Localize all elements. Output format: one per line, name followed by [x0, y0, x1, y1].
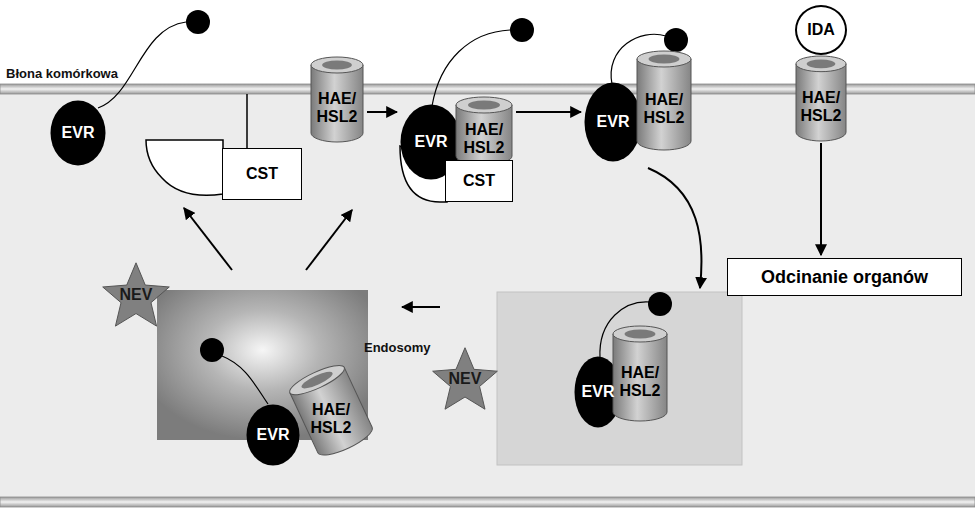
star-body	[103, 263, 170, 326]
cylinder-pore	[300, 369, 335, 392]
ligand-stalk	[98, 22, 186, 108]
cylinder-body	[613, 334, 667, 421]
receptor-body	[585, 83, 642, 162]
node-label: HAE/HSL2	[309, 401, 353, 437]
receptor-body	[51, 101, 106, 166]
endosome-right	[497, 292, 742, 465]
cylinder-pore	[468, 100, 500, 109]
ligand-ball	[186, 10, 210, 34]
star-body	[433, 348, 498, 410]
region-label: Endosomy	[364, 340, 430, 355]
flow-arrow	[367, 111, 397, 113]
receptor-ellipse: EVR	[246, 404, 300, 466]
recycling-arrow	[184, 208, 232, 270]
node-label: HAE/HSL2	[642, 91, 686, 127]
receptor-ellipse: EVR	[584, 82, 642, 162]
receptor-cylinder: HAE/HSL2	[795, 55, 847, 141]
ligand-ball	[200, 338, 224, 362]
ligand-stalk	[222, 356, 268, 404]
node-label: HAE/HSL2	[799, 89, 843, 125]
cylinder-top	[796, 56, 846, 72]
node-label: IDA	[807, 21, 835, 39]
cylinder-top	[637, 51, 691, 67]
nev-star: NEV	[430, 345, 500, 413]
node-label: CST	[463, 172, 495, 190]
receptor-body	[247, 405, 300, 466]
cylinder-pore	[625, 330, 656, 339]
cylinder-body	[637, 59, 691, 150]
endocytosis-arrow	[648, 168, 702, 288]
peptide-circle: IDA	[795, 5, 847, 55]
process-box: Odcinanie organów	[727, 258, 962, 296]
cst-box: CST	[222, 148, 302, 200]
cylinder-top	[456, 97, 512, 113]
receptor-cylinder: HAE/HSL2	[636, 50, 692, 150]
node-label: EVR	[582, 383, 615, 401]
ligand-stalk	[432, 30, 510, 106]
receptor-ellipse: EVR	[50, 100, 106, 166]
cylinder-pore	[322, 61, 352, 70]
membrane-label: Błona komórkowa	[6, 66, 118, 81]
receptor-cylinder: HAE/HSL2	[455, 96, 513, 165]
cylinder-top	[286, 360, 347, 400]
flow-arrow	[516, 111, 581, 113]
node-label: HAE/HSL2	[618, 364, 662, 400]
receptor-cylinder: HAE/HSL2	[300, 368, 362, 452]
node-label: HAE/HSL2	[315, 90, 359, 126]
node-label: NEV	[120, 286, 153, 304]
node-label: Odcinanie organów	[761, 268, 928, 286]
node-label: EVR	[415, 133, 448, 151]
cylinder-body	[456, 105, 512, 165]
cylinder-pore	[807, 59, 836, 68]
node-label: NEV	[449, 370, 482, 388]
node-label: EVR	[62, 124, 95, 142]
cylinder-top	[311, 57, 363, 73]
ligand-ball	[648, 292, 672, 316]
receptor-cylinder: HAE/HSL2	[310, 56, 364, 142]
cst-anchor-line	[246, 94, 248, 149]
cst-box: CST	[445, 160, 513, 202]
ligand-ball	[510, 18, 534, 42]
cytoplasm	[0, 92, 975, 498]
cylinder-top	[613, 326, 667, 342]
cst-cup	[146, 140, 223, 195]
flow-arrow	[820, 143, 822, 255]
node-label: EVR	[257, 426, 290, 444]
cylinder-body	[311, 65, 363, 142]
node-label: EVR	[597, 113, 630, 131]
ligand-ball	[664, 28, 688, 52]
receptor-cylinder: HAE/HSL2	[612, 325, 668, 421]
cylinder-body	[796, 64, 846, 141]
recycling-arrow	[306, 210, 352, 270]
node-label: HAE/HSL2	[462, 121, 506, 157]
endosome-arrow	[402, 306, 440, 308]
node-label: CST	[246, 165, 278, 183]
plasma-membrane-bottom	[0, 497, 975, 507]
nev-star: NEV	[100, 260, 172, 330]
cylinder-pore	[649, 55, 680, 64]
